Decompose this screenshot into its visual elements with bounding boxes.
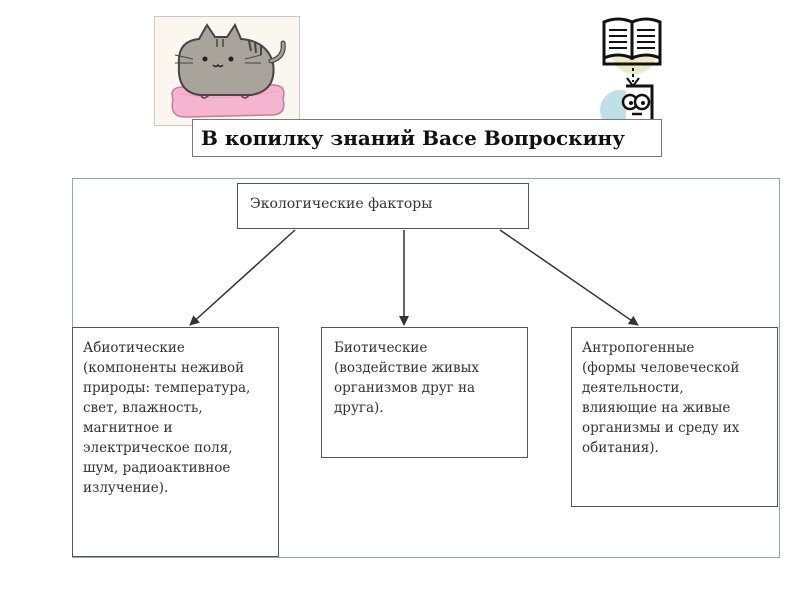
arrow-to-anthropogenic [499, 229, 639, 326]
cat-illustration [154, 16, 300, 126]
node-biotic: Биотические (воздействие живых организмо… [321, 327, 528, 458]
node-ecological-factors: Экологические факторы [237, 183, 529, 229]
node-abiotic: Абиотические (компоненты неживой природы… [72, 327, 279, 557]
page-title: В копилку знаний Васе Вопроскину [192, 119, 662, 157]
cat-icon [171, 22, 286, 118]
node-anthropogenic: Антропогенные (формы человеческой деятел… [571, 327, 778, 507]
arrow-to-abiotic [189, 229, 296, 326]
